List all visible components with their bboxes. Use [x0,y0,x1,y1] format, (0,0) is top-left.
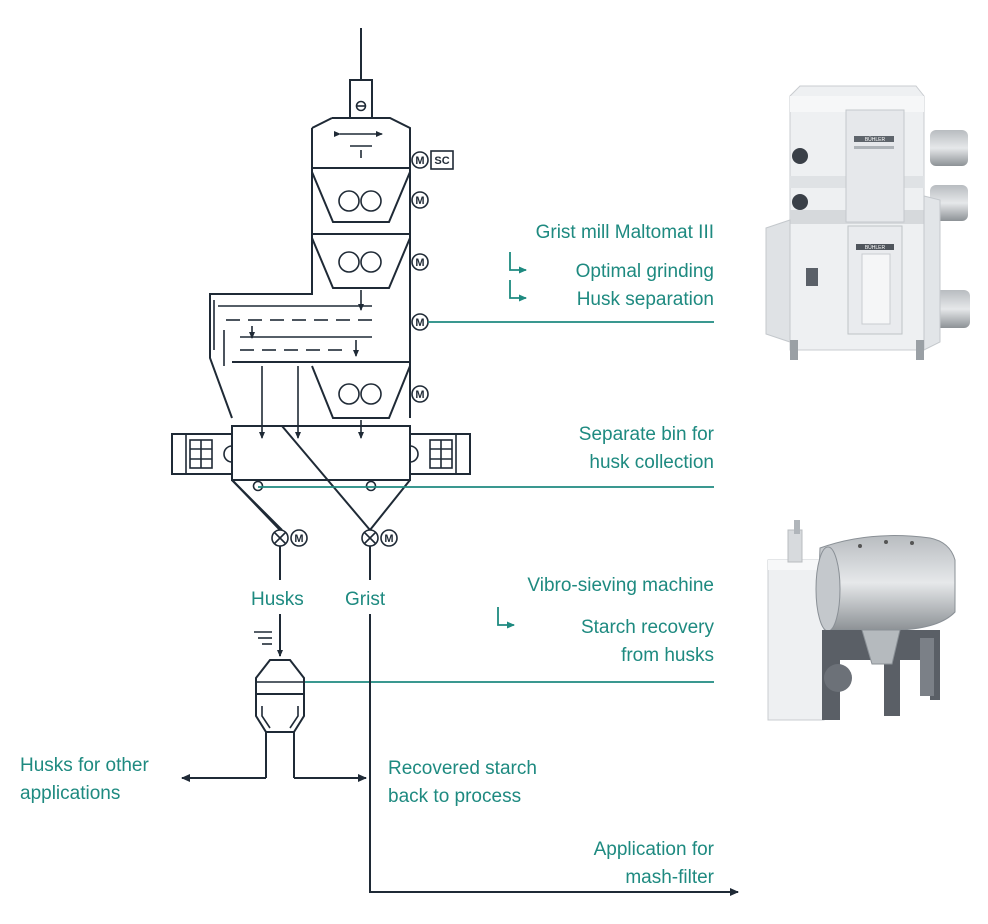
motor-icon: M [411,191,429,209]
left-filter-unit [171,433,233,475]
husks-other-label-2: applications [20,783,120,804]
vibro-sieving-title: Vibro-sieving machine [527,575,714,596]
svg-text:M: M [294,533,303,545]
svg-text:BÜHLER: BÜHLER [865,136,886,143]
husk-separation-label: Husk separation [577,289,714,310]
husks-label: Husks [251,589,304,610]
recovered-starch-label-1: Recovered starch [388,758,537,779]
svg-text:M: M [415,195,424,207]
recovered-starch-label-2: back to process [388,786,521,807]
speed-control-icon: SC [430,150,454,170]
motor-icon: M [411,313,429,331]
grist-mill-photo: BÜHLER BÜHLER [765,85,970,360]
svg-text:M: M [415,155,424,167]
optimal-grinding-label: Optimal grinding [576,261,714,282]
motor-icon: M [380,529,398,547]
starch-recovery-label-1: Starch recovery [581,617,715,638]
svg-text:M: M [415,317,424,329]
application-label-2: mash-filter [625,867,714,888]
svg-text:M: M [415,389,424,401]
motor-icon: M [411,385,429,403]
grist-mill-title: Grist mill Maltomat III [536,222,714,243]
arrow-sub-icon [509,252,527,274]
motor-icon: M [411,151,429,169]
motor-icon: M [411,253,429,271]
application-label-1: Application for [594,839,715,860]
grist-rotary-valve-icon [361,529,379,547]
svg-text:SC: SC [434,155,449,167]
svg-text:M: M [415,257,424,269]
svg-text:M: M [384,533,393,545]
grist-mill-schematic [171,28,471,547]
separate-bin-label-2: husk collection [589,452,714,473]
separate-bin-label-1: Separate bin for [579,424,715,445]
vibro-sieve-schematic [255,659,305,778]
grist-label: Grist [345,589,386,610]
motor-icon: M [290,529,308,547]
husk-rotary-valve-icon [271,529,289,547]
right-filter-unit [409,433,471,475]
vibro-sieving-photo [767,520,956,721]
arrow-sub-icon [509,280,527,302]
svg-text:BÜHLER: BÜHLER [865,244,886,251]
grist-to-mash-filter-arrow [369,614,739,896]
starch-recovery-label-2: from husks [621,645,714,666]
husks-other-label-1: Husks for other [20,755,149,776]
arrow-sub-icon [497,607,515,629]
